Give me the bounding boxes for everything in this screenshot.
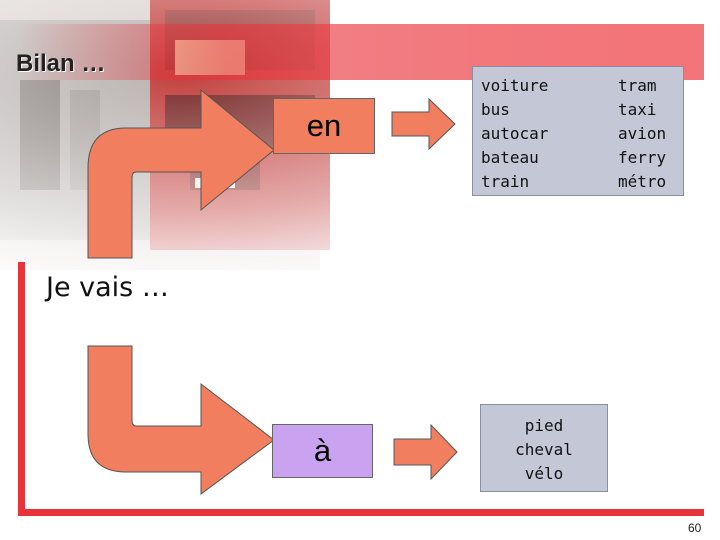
transport-column: voiture bus autocar bateau train (481, 74, 548, 194)
list-item: vélo (524, 464, 564, 483)
transport-column: pied cheval vélo (481, 414, 607, 486)
list-item: voiture (481, 76, 549, 95)
list-item: ferry (618, 148, 667, 167)
slide-title: Bilan … (16, 50, 106, 77)
transport-column: tram taxi avion ferry métro (618, 74, 666, 194)
list-item: autocar (481, 124, 549, 143)
transport-list-a: pied cheval vélo (480, 404, 608, 492)
page-number: 60 (688, 521, 702, 535)
transport-list-en: voiture bus autocar bateau train tram ta… (472, 66, 684, 196)
arrow-right-icon (391, 98, 456, 150)
list-item: train (481, 172, 530, 191)
list-item: bus (481, 100, 510, 119)
list-item: taxi (618, 100, 657, 119)
preposition-a-box: à (272, 424, 373, 478)
frame-bottom-bar (18, 509, 704, 516)
curved-arrow-up-icon (87, 88, 275, 259)
arrow-right-icon (393, 424, 458, 480)
slide-subtitle: Je vais … (46, 272, 169, 303)
list-item: avion (618, 124, 667, 143)
list-item: métro (618, 172, 667, 191)
list-item: pied (524, 416, 564, 435)
list-item: cheval (515, 440, 573, 459)
list-item: bateau (481, 148, 539, 167)
list-item: tram (618, 76, 657, 95)
preposition-en-box: en (273, 98, 375, 154)
frame-left-bar (18, 262, 25, 516)
curved-arrow-down-icon (87, 345, 275, 495)
